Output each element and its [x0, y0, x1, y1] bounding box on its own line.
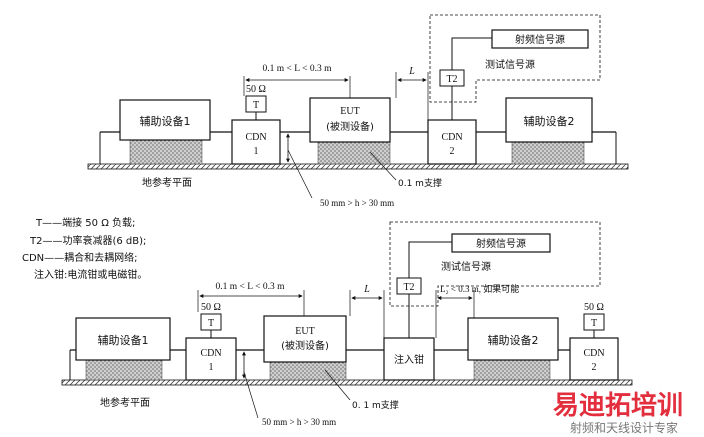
eut-sublabel: (被测设备) [326, 120, 374, 133]
support-label: 0. 1 m支撑 [352, 399, 399, 411]
ground-plane-label: 地参考平面 [100, 396, 150, 409]
eut-sublabel: (被测设备) [281, 339, 329, 352]
cdn-1-label: CDN [200, 348, 221, 359]
ground-plane-label: 地参考平面 [142, 176, 192, 189]
t2-label: T2 [403, 282, 414, 293]
load-ohm-label: 50 Ω [246, 84, 266, 95]
range-label: 0.1 m < L < 0.3 m [263, 64, 333, 74]
load-terminator [583, 313, 605, 331]
eut-label: EUT [340, 106, 359, 117]
cdn-2-number: 2 [450, 146, 455, 157]
watermark-logo: 易迪拓培训 [553, 391, 683, 421]
height-leader [287, 149, 313, 199]
cdn-2 [569, 337, 619, 381]
support-label: 0.1 m支撑 [398, 177, 442, 189]
test-source-region [389, 221, 601, 307]
bottom-diagram: 辅助设备1 CDN 1 T 50 Ω 50 mm > h > 30 mm 0.1… [61, 221, 633, 427]
aux-device-2 [505, 97, 593, 143]
support-leader [369, 151, 397, 181]
height-label: 50 mm > h > 30 mm [262, 417, 336, 427]
cdn-1-number: 1 [209, 362, 214, 373]
load-terminator-label: T [208, 318, 214, 329]
l-label: L [363, 284, 370, 295]
height-leader [243, 371, 259, 419]
support-leader [324, 369, 351, 401]
rf-feed-line [408, 241, 452, 278]
legend-item: T——端接 50 Ω 负载; [35, 216, 135, 229]
cdn-1-number: 1 [254, 146, 259, 157]
aux-device-1-label: 辅助设备1 [140, 114, 191, 128]
aux-device-1-label: 辅助设备1 [98, 333, 149, 347]
height-label: 50 mm > h > 30 mm [320, 198, 394, 208]
range-label: 0.1 m < L < 0.3 m [216, 282, 286, 292]
eut-label: EUT [295, 326, 314, 337]
l-label: L [408, 66, 415, 77]
cdn-1 [185, 337, 237, 381]
support-block [129, 139, 203, 165]
aux-device-2 [467, 317, 559, 361]
load-terminator-label: T [253, 100, 259, 111]
support-block [511, 139, 585, 165]
rf-signal-source-label: 射频信号源 [515, 33, 565, 46]
cdn-2-label: CDN [441, 132, 462, 143]
eut [309, 97, 391, 143]
watermark: 易迪拓培训 射频和天线设计专家 [553, 391, 683, 435]
support-block [317, 139, 391, 165]
aux-device-1 [119, 99, 211, 141]
legend: T——端接 50 Ω 负载; T2——功率衰减器(6 dB); CDN——耦合和… [22, 216, 147, 281]
aux-device-2-label: 辅助设备2 [488, 333, 539, 347]
legend-item: 注入钳:电流钳或电磁钳。 [34, 268, 147, 281]
injection-clamp [383, 337, 435, 381]
cdn-2-label: CDN [583, 348, 604, 359]
watermark-subtitle: 射频和天线设计专家 [570, 420, 678, 435]
rf-feed-line [451, 37, 492, 70]
legend-item: T2——功率衰减器(6 dB); [29, 234, 146, 247]
aux-device-1 [75, 317, 171, 361]
test-signal-source-label: 测试信号源 [441, 260, 491, 273]
legend-item: CDN——耦合和去耦网络; [22, 251, 138, 264]
ground-plane [87, 163, 629, 170]
aux-device-2-label: 辅助设备2 [524, 114, 575, 128]
load-ohm-label: 50 Ω [584, 302, 604, 313]
test-signal-source-label: 测试信号源 [485, 58, 535, 71]
load-terminator-label: T [591, 318, 597, 329]
eut [263, 315, 347, 363]
top-diagram: 辅助设备1 CDN 1 T 50 Ω 50 mm > h > 30 mm 0.1… [87, 14, 629, 208]
l2-label: L₂ < 0.3 m, 如果可能 [440, 283, 519, 294]
rf-signal-source [451, 233, 551, 253]
cdn-2 [427, 119, 477, 165]
rf-signal-source-label: 射频信号源 [476, 237, 526, 250]
cdn-1-label: CDN [245, 132, 266, 143]
t2-label: T2 [446, 74, 457, 85]
load-terminator [200, 313, 222, 331]
injection-clamp-label: 注入钳 [394, 353, 424, 366]
ground-plane [61, 379, 633, 386]
load-ohm-label: 50 Ω [201, 302, 221, 313]
cdn-2-number: 2 [592, 362, 597, 373]
rf-signal-source [491, 29, 589, 49]
test-source-region [429, 14, 601, 103]
load-terminator [245, 95, 267, 113]
